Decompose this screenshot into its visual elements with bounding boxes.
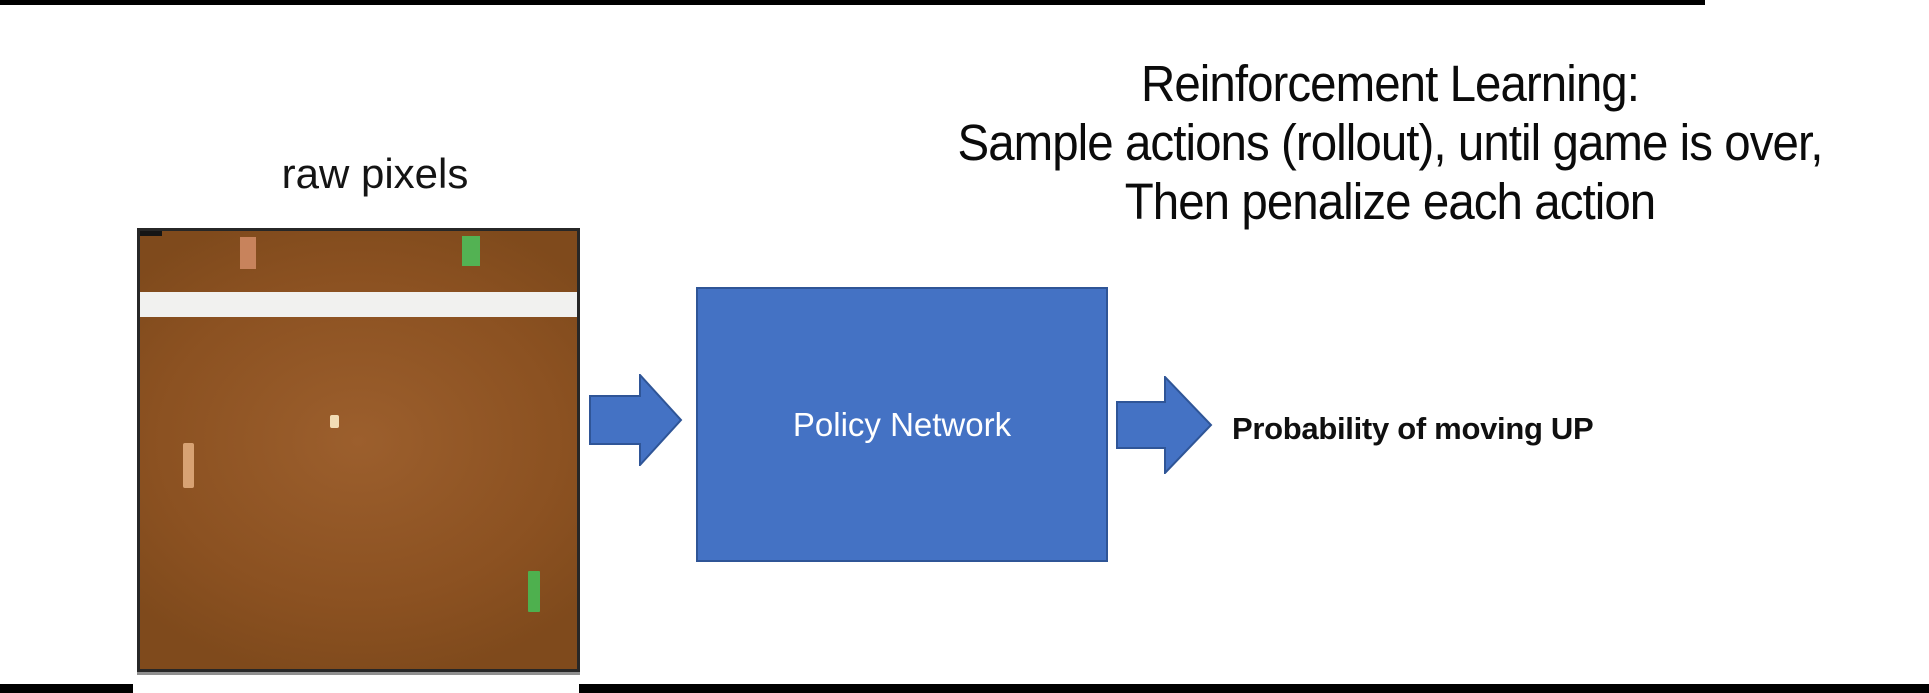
- right-paddle: [528, 571, 540, 612]
- title-line-2: Sample actions (rollout), until game is …: [957, 114, 1823, 171]
- policy-network-box: Policy Network: [696, 287, 1108, 562]
- raw-pixels-label: raw pixels: [281, 150, 469, 197]
- policy-network-label: Policy Network: [792, 405, 1012, 443]
- title-line-1: Reinforcement Learning:: [1140, 55, 1640, 112]
- pong-game-frame: [137, 228, 580, 672]
- probability-output-label: Probability of moving UP: [1232, 411, 1594, 446]
- top-wall-band: [140, 292, 577, 317]
- right-score-digit: [462, 236, 480, 266]
- bottom-black-bar-right: [579, 684, 1929, 693]
- pong-top-left-mark: [140, 231, 162, 236]
- bottom-black-bar-left: [0, 684, 133, 693]
- left-paddle: [183, 443, 194, 488]
- top-black-bar: [0, 0, 1705, 5]
- arrow-input-to-network-icon: [589, 374, 683, 466]
- arrow-network-to-output-icon: [1116, 376, 1213, 474]
- slide-title: Reinforcement Learning: Sample actions (…: [879, 54, 1902, 231]
- ball: [330, 415, 339, 428]
- title-line-3: Then penalize each action: [1124, 173, 1656, 230]
- left-score-digit: [240, 237, 256, 269]
